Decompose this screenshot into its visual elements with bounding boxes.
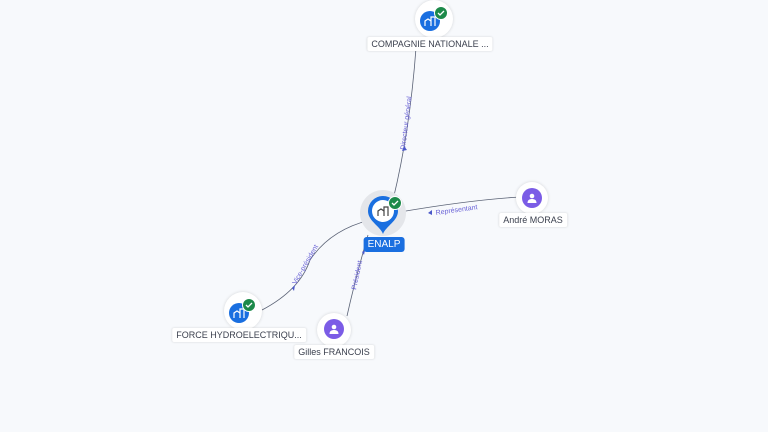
edge-arrow-andre	[428, 210, 432, 215]
node-label-compagnie: COMPAGNIE NATIONALE ...	[367, 37, 493, 51]
verified-icon	[434, 6, 448, 20]
edge-andre	[399, 196, 521, 213]
person-icon	[522, 188, 542, 208]
edge-compagnie	[392, 47, 417, 201]
building-icon	[375, 203, 391, 219]
person-icon	[324, 319, 344, 339]
edge-arrow-force	[292, 285, 295, 291]
edge-label-compagnie: Directeur général	[400, 96, 414, 151]
verified-icon	[388, 196, 402, 210]
node-label-force: FORCE HYDROELECTRIQU...	[172, 328, 306, 342]
edge-label-gilles: Président	[351, 260, 364, 290]
node-label-gilles: Gilles FRANCOIS	[294, 345, 374, 359]
edge-label-force: Vice-président	[292, 244, 320, 286]
node-label-center: ENALP	[363, 237, 405, 252]
edge-label-andre: Représentant	[435, 204, 478, 217]
edge-arrow-compagnie	[402, 146, 407, 151]
verified-icon	[242, 298, 256, 312]
edge-force	[261, 219, 371, 311]
node-label-andre: André MORAS	[499, 213, 567, 227]
